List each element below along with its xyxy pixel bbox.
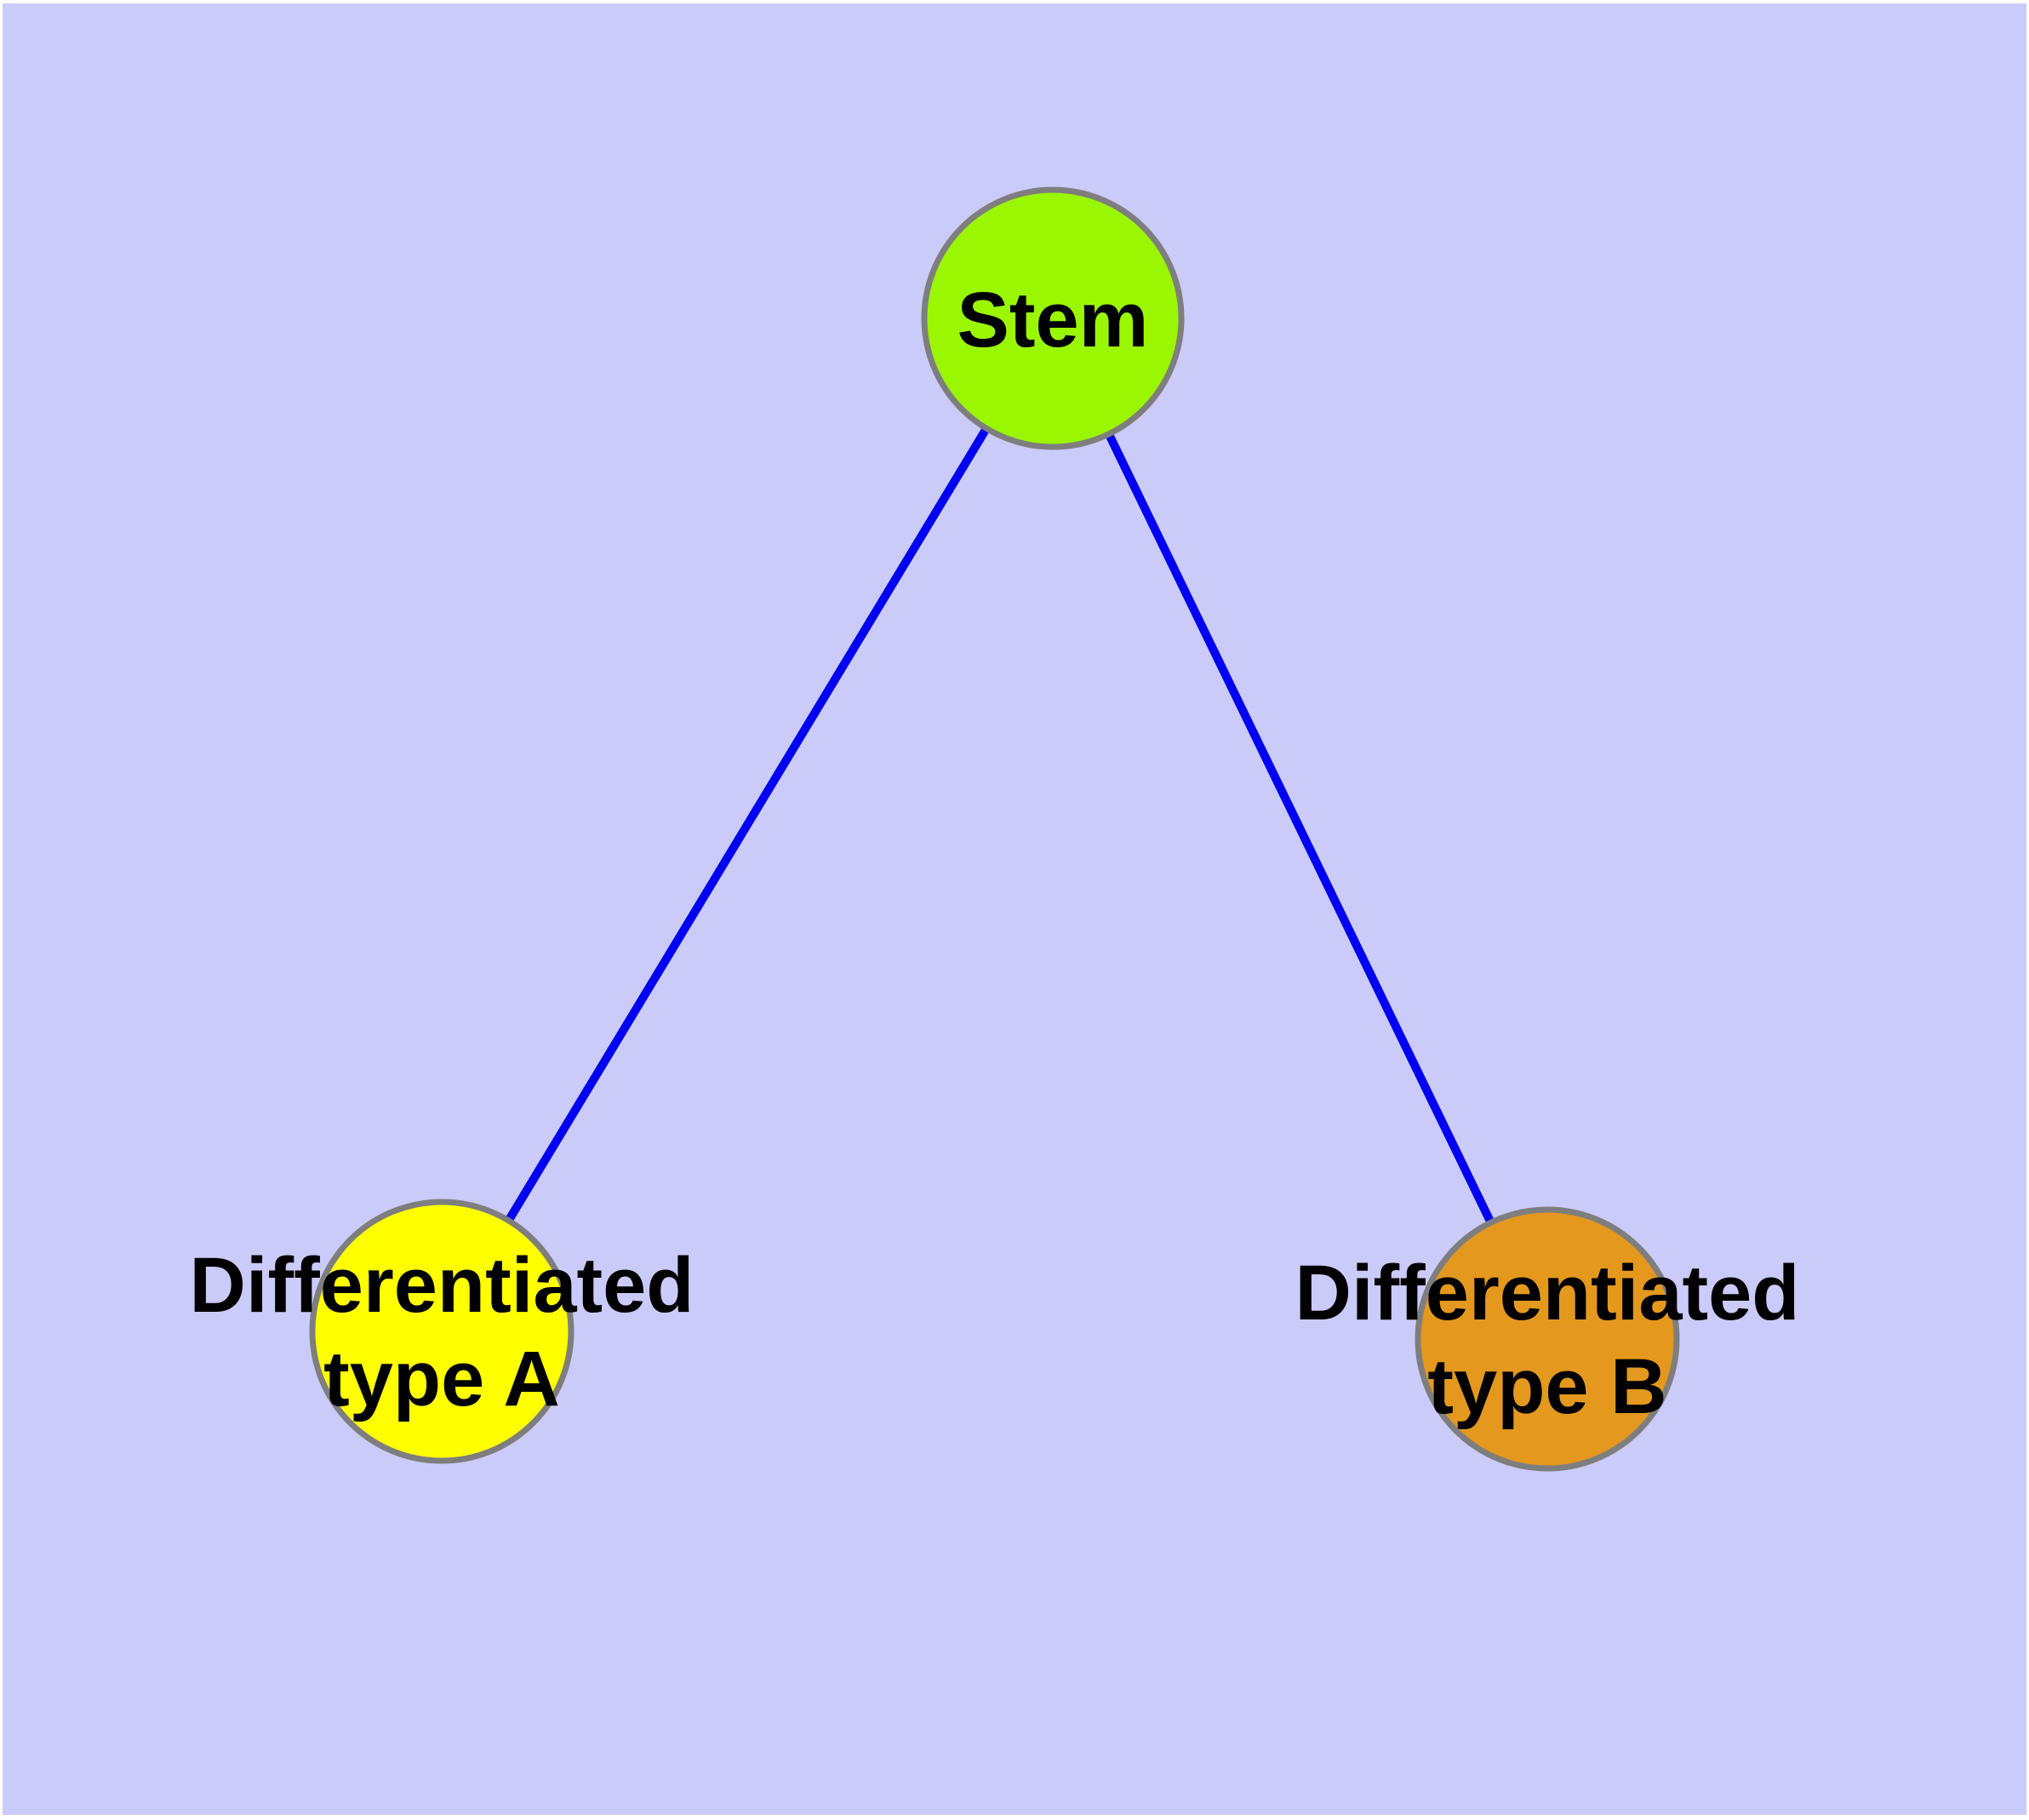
node-type-b-label-line1: Differentiated: [1295, 1250, 1800, 1336]
node-stem-label: Stem: [957, 277, 1149, 363]
edge-stem-to-type-a: [437, 316, 1057, 1334]
node-stem-circle: [921, 186, 1185, 450]
edge-stem-to-type-b: [1049, 316, 1552, 1342]
node-type-a-circle: [309, 1199, 574, 1464]
node-type-b-label-line2: type B: [1427, 1343, 1666, 1430]
node-type-a-label-line2: type A: [323, 1336, 560, 1422]
node-type-b-circle: [1415, 1206, 1680, 1472]
node-type-a-label-line1: Differentiated: [190, 1242, 694, 1329]
